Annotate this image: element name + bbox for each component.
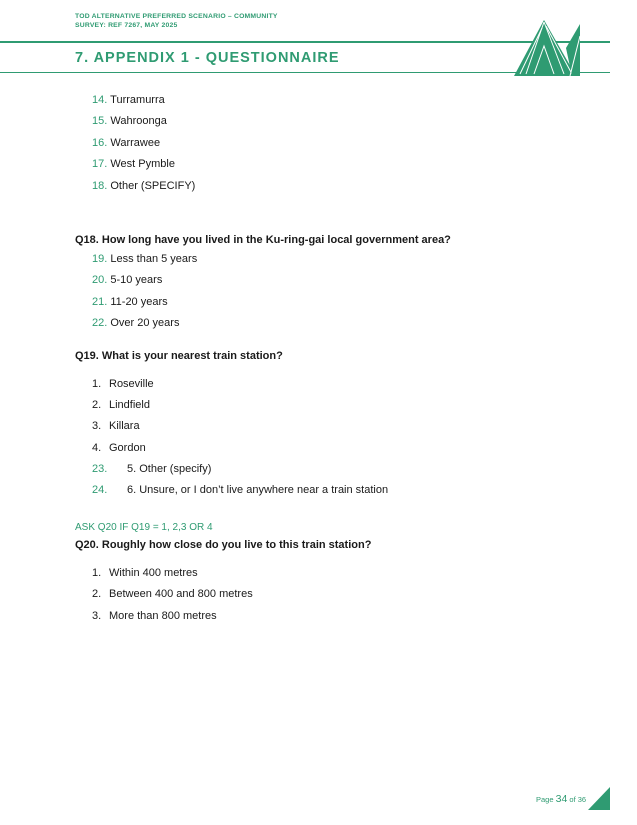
option-text: Warrawee: [110, 136, 161, 149]
option-number: 18.: [92, 179, 108, 192]
list-continued: 14. Turramurra 15. Wahroonga 16. Warrawe…: [75, 90, 595, 197]
header-line-2: SURVEY: REF 7267, MAY 2025: [75, 22, 178, 29]
list-item: 4. Gordon: [92, 438, 595, 459]
option-text: 5. Other (specify): [127, 463, 212, 476]
option-number: 2.: [92, 398, 102, 411]
option-number: 1.: [92, 377, 102, 390]
question-q19: Q19. What is your nearest train station?: [75, 349, 283, 362]
page-footer: Page 34 of 36: [536, 793, 586, 805]
list-item: 2. Lindfield: [92, 395, 595, 416]
list-item: 20. 5-10 years: [92, 270, 595, 291]
option-number: 15.: [92, 115, 108, 128]
list-item: 1. Roseville: [92, 374, 595, 395]
q19-options: 1. Roseville 2. Lindfield 3. Killara 4. Gord…: [75, 374, 595, 502]
question-q20: Q20. Roughly how close do you live to th…: [75, 538, 372, 551]
corner-triangle-icon: [588, 787, 610, 810]
option-number: 16.: [92, 136, 108, 149]
footer-page-number: 34: [555, 793, 568, 805]
option-number: 4.: [92, 441, 102, 454]
option-text: 5-10 years: [110, 274, 163, 287]
question-q18: Q18. How long have you lived in the Ku-r…: [75, 233, 451, 246]
q18-options: 19. Less than 5 years 20. 5-10 years 21.…: [75, 249, 595, 335]
list-item: 2. Between 400 and 800 metres: [92, 584, 595, 605]
option-text: Less than 5 years: [110, 252, 198, 265]
footer-page-total: of 36: [569, 795, 587, 804]
option-number: 3.: [92, 609, 102, 622]
header-rule-bottom: [0, 72, 610, 73]
option-text: Gordon: [109, 441, 146, 454]
list-item: 18. Other (SPECIFY): [92, 176, 595, 197]
option-text: Within 400 metres: [109, 566, 198, 579]
option-number: 17.: [92, 158, 108, 171]
option-number: 14.: [92, 94, 108, 106]
mountain-peaks-icon: [514, 20, 580, 77]
option-number: 21.: [92, 295, 108, 308]
option-number: 3.: [92, 420, 102, 433]
option-text: Roseville: [109, 377, 154, 390]
header-line-1: TOD ALTERNATIVE PREFERRED SCENARIO – COM…: [75, 13, 278, 20]
list-item: 3. Killara: [92, 416, 595, 437]
list-item: 15. Wahroonga: [92, 111, 595, 132]
page-title: 7. APPENDIX 1 - QUESTIONNAIRE: [75, 50, 340, 66]
option-text: Killara: [109, 420, 140, 433]
option-number: 24.: [92, 484, 108, 497]
list-item: 21. 11-20 years: [92, 292, 595, 313]
list-item: 3. More than 800 metres: [92, 606, 595, 627]
option-text: Lindfield: [109, 398, 150, 411]
option-text: West Pymble: [110, 158, 175, 171]
list-item: 19. Less than 5 years: [92, 249, 595, 270]
option-number: 2.: [92, 588, 102, 601]
option-number: 23.: [92, 463, 108, 476]
option-number: 20.: [92, 274, 108, 287]
option-number: 22.: [92, 317, 108, 330]
page-content: 14. Turramurra 15. Wahroonga 16. Warrawe…: [75, 90, 595, 627]
doc-header-top: TOD ALTERNATIVE PREFERRED SCENARIO – COM…: [75, 12, 278, 30]
list-item: 23. 5. Other (specify): [92, 459, 595, 480]
option-text: 11-20 years: [110, 295, 168, 308]
list-item: 16. Warrawee: [92, 133, 595, 154]
option-number: 19.: [92, 252, 108, 265]
list-item: 24. 6. Unsure, or I don’t live anywhere n…: [92, 480, 595, 501]
q20-options: 1. Within 400 metres 2. Between 400 and 80…: [75, 563, 595, 627]
q20-filter-instruction: ASK Q20 IF Q19 = 1, 2,3 OR 4: [75, 521, 213, 533]
option-text: Between 400 and 800 metres: [109, 588, 253, 601]
option-text: More than 800 metres: [109, 609, 217, 622]
option-text: 6. Unsure, or I don’t live anywhere near…: [127, 484, 389, 497]
list-item: 1. Within 400 metres: [92, 563, 595, 584]
option-text: Other (SPECIFY): [110, 179, 196, 192]
list-item: 14. Turramurra: [92, 90, 595, 111]
footer-page-word: Page: [536, 795, 554, 804]
option-text: Over 20 years: [110, 317, 180, 330]
option-number: 1.: [92, 566, 102, 579]
list-item: 17. West Pymble: [92, 154, 595, 175]
option-text: Wahroonga: [110, 115, 167, 128]
option-text: Turramurra: [110, 94, 165, 106]
header-rule-top: [0, 41, 610, 43]
list-item: 22. Over 20 years: [92, 313, 595, 334]
